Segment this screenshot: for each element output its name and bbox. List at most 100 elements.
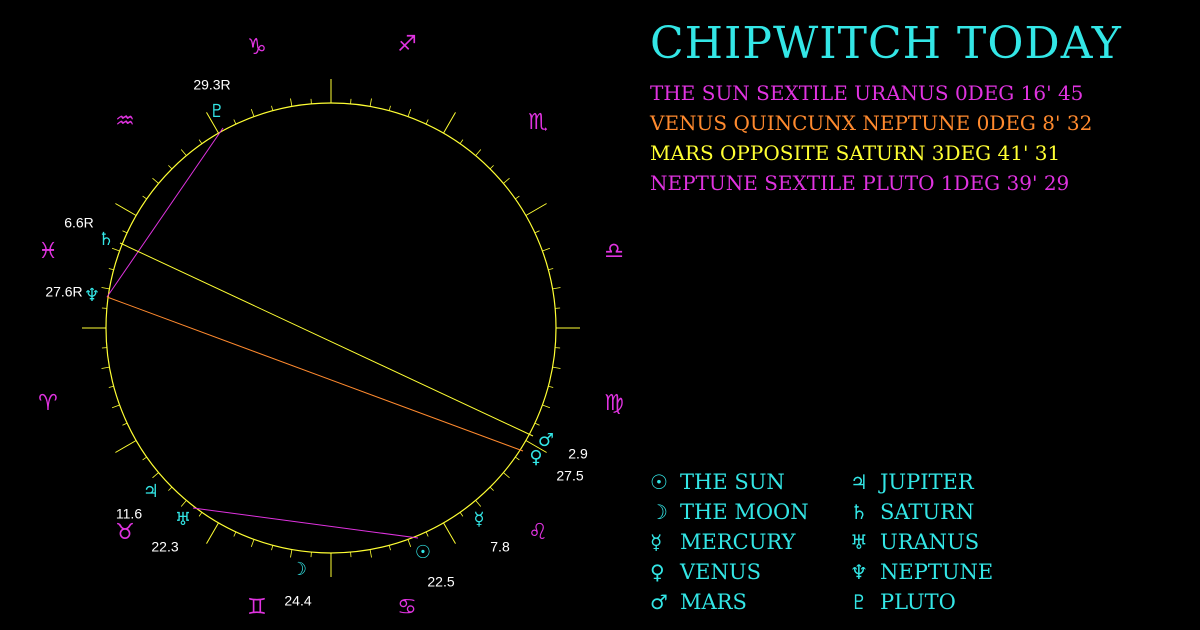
wheel-tick xyxy=(489,165,494,170)
wheel-tick xyxy=(108,268,114,271)
wheel-tick xyxy=(108,385,114,388)
wheel-tick xyxy=(101,366,110,369)
mars-degree-label: 2.9 xyxy=(568,446,588,462)
aspect-line-mars-saturn xyxy=(119,242,534,437)
wheel-tick xyxy=(525,440,547,453)
wheel-tick xyxy=(101,287,110,290)
planet-degrees: 29.3R 6.6R 27.6R 2.9 27.5 7.8 22.5 24.4 … xyxy=(45,77,588,609)
legend-label-sun: THE SUN xyxy=(680,470,785,494)
wheel-tick xyxy=(122,422,128,426)
aspect-line-sun-uranus xyxy=(192,507,419,539)
wheel-tick xyxy=(388,545,391,551)
venus-degree-label: 27.5 xyxy=(556,468,583,484)
pluto-degree-label: 29.3R xyxy=(193,77,230,93)
sagittarius-icon: ♐ xyxy=(397,32,417,57)
aspect-line-neptune-pluto xyxy=(106,127,224,298)
wheel-tick xyxy=(388,105,391,111)
venus-icon: ♀ xyxy=(650,560,665,584)
wheel-tick xyxy=(407,539,412,548)
aspect-venus-quincunx-neptune: VENUS QUINCUNX NEPTUNE 0DEG 8' 32 xyxy=(650,111,1093,135)
wheel-tick xyxy=(534,230,540,234)
wheel-circle xyxy=(105,102,557,554)
wheel-tick xyxy=(515,456,520,461)
planet-legend: ☉THE SUN ♃JUPITER ☽THE MOON ♄SATURN ☿MER… xyxy=(650,467,1050,617)
leo-icon: ♌ xyxy=(528,520,548,545)
wheel-tick xyxy=(503,472,510,479)
natal-chart-wheel: ♑ ♐ ♏ ♎ ♍ ♌ ♋ ♊ ♉ ♈ ♓ ♒ ♇ ♄ ♆ ♂ ♀ ☿ ☉ ☽ … xyxy=(38,32,624,620)
wheel-tick xyxy=(369,549,372,558)
legend-item-sun: ☉ THE SUN xyxy=(650,467,850,497)
pluto-icon: ♇ xyxy=(209,101,225,122)
wheel-tick xyxy=(290,98,293,107)
wheel-tick xyxy=(459,512,464,517)
legend-label-jupiter: JUPITER xyxy=(880,470,974,494)
pisces-icon: ♓ xyxy=(38,239,58,264)
aspect-list: THE SUN SEXTILE URANUS 0DEG 16' 45 VENUS… xyxy=(650,78,1092,198)
legend-label-moon: THE MOON xyxy=(680,500,809,524)
wheel-tick xyxy=(290,549,293,558)
moon-icon: ☽ xyxy=(650,500,668,524)
wheel-tick xyxy=(111,404,120,409)
legend-item-moon: ☽ THE MOON xyxy=(650,497,850,527)
jupiter-degree-label: 11.6 xyxy=(116,506,142,522)
aspect-neptune-sextile-pluto: NEPTUNE SEXTILE PLUTO 1DEG 39' 29 xyxy=(650,171,1070,195)
legend-item-neptune: ♆NEPTUNE xyxy=(850,557,1050,587)
capricorn-icon: ♑ xyxy=(247,35,267,60)
uranus-degree-label: 22.3 xyxy=(151,539,178,555)
wheel-tick xyxy=(459,139,464,144)
wheel-tick xyxy=(443,112,456,134)
mercury-icon: ☿ xyxy=(650,530,663,554)
wheel-tick xyxy=(369,98,372,107)
aspect-mars-opposite-saturn: MARS OPPOSITE SATURN 3DEG 41' 31 xyxy=(650,141,1061,165)
wheel-tick xyxy=(548,268,554,271)
wheel-tick xyxy=(142,456,147,461)
legend-item-jupiter: ♃JUPITER xyxy=(850,467,1050,497)
wheel-tick xyxy=(168,165,173,170)
legend-label-mercury: MERCURY xyxy=(680,530,796,554)
sun-icon: ☉ xyxy=(650,470,668,494)
mars-icon: ♂ xyxy=(538,430,554,451)
legend-item-pluto: ♇ PLUTO xyxy=(850,587,1050,617)
wheel-tick xyxy=(115,203,137,216)
legend-label-uranus: URANUS xyxy=(880,530,980,554)
legend-label-venus: VENUS xyxy=(680,560,761,584)
wheel-tick xyxy=(552,287,561,290)
legend-label-saturn: SATURN xyxy=(880,500,975,524)
zodiac-signs: ♑ ♐ ♏ ♎ ♍ ♌ ♋ ♊ ♉ ♈ ♓ ♒ xyxy=(38,32,624,620)
wheel-tick xyxy=(443,522,456,544)
wheel-tick xyxy=(552,366,561,369)
wheel-tick xyxy=(548,385,554,388)
wheel-tick xyxy=(152,177,159,184)
wheel-tick xyxy=(233,119,237,125)
wheel-tick xyxy=(198,512,203,517)
sun-icon: ☉ xyxy=(415,542,431,563)
wheel-tick xyxy=(515,195,520,200)
virgo-icon: ♍ xyxy=(604,391,624,416)
taurus-icon: ♉ xyxy=(115,520,135,545)
legend-label-pluto: PLUTO xyxy=(880,590,956,614)
legend-item-mars: ♂MARS xyxy=(650,587,850,617)
saturn-icon: ♄ xyxy=(98,229,114,250)
wheel-tick xyxy=(206,112,219,134)
wheel-tick xyxy=(233,531,237,537)
wheel-tick xyxy=(250,539,255,548)
wheel-tick xyxy=(407,108,412,117)
wheel-ticks xyxy=(82,79,580,577)
pluto-icon: ♇ xyxy=(850,590,868,614)
wheel-tick xyxy=(475,149,482,156)
wheel-tick xyxy=(122,230,128,234)
jupiter-icon: ♃ xyxy=(143,481,159,502)
cancer-icon: ♋ xyxy=(397,595,417,620)
wheel-tick xyxy=(503,177,510,184)
gemini-icon: ♊ xyxy=(247,595,267,620)
aspect-sun-sextile-uranus: THE SUN SEXTILE URANUS 0DEG 16' 45 xyxy=(650,81,1084,105)
wheel-tick xyxy=(475,500,482,507)
wheel-tick xyxy=(168,486,173,491)
wheel-tick xyxy=(180,149,187,156)
legend-label-mars: MARS xyxy=(680,590,747,614)
mercury-icon: ☿ xyxy=(473,509,484,530)
wheel-tick xyxy=(425,531,429,537)
wheel-tick xyxy=(250,108,255,117)
scorpio-icon: ♏ xyxy=(528,110,548,135)
sun-degree-label: 22.5 xyxy=(427,574,454,590)
